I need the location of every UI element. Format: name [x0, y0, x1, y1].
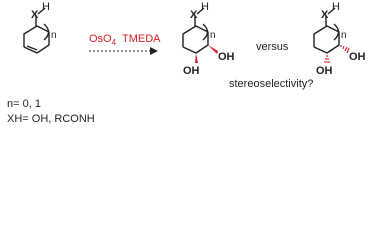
reactant-ring-bracket — [43, 23, 50, 41]
product-b-hash-1 — [340, 45, 350, 54]
product-b-xh-bond — [327, 7, 336, 15]
reaction-arrow-head — [150, 47, 158, 55]
product-b-molecule — [313, 7, 340, 54]
reaction-scheme: X H n OsO4 TMEDA X H n OH OH versus X H … — [7, 1, 366, 125]
product-b-x-label: X — [321, 9, 329, 21]
product-a-wedge-1 — [208, 45, 218, 54]
xh-definition-label: XH= OH, RCONH — [7, 113, 95, 125]
product-b-n-label: n — [341, 30, 347, 41]
product-a-wedge-2 — [195, 53, 198, 63]
product-a-oh-1: OH — [218, 51, 235, 63]
product-a-h-label: H — [201, 1, 209, 13]
reagent-oxidant: OsO4 — [89, 33, 117, 47]
product-a-ring-bracket — [202, 23, 209, 41]
reactant-double-bond-inner — [26, 45, 38, 51]
scheme-canvas: X H n OsO4 TMEDA X H n OH OH versus X H … — [7, 1, 366, 125]
reactant-x-label: X — [31, 9, 39, 21]
reactant-n-label: n — [51, 30, 57, 41]
reactant-h-label: H — [42, 1, 50, 13]
product-b-ring-bracket — [333, 23, 340, 41]
product-a-xh-bond — [196, 7, 205, 15]
n-values-label: n= 0, 1 — [7, 98, 41, 110]
product-a-x-label: X — [190, 9, 198, 21]
reagent-oxidant-subscript: 4 — [112, 38, 117, 47]
reagent-ligand: TMEDA — [122, 33, 161, 45]
product-a-n-label: n — [210, 30, 216, 41]
versus-label: versus — [256, 41, 289, 53]
reactant-xh-bond — [37, 7, 46, 15]
reagent-oxidant-main: OsO — [89, 33, 112, 45]
product-b-oh-1: OH — [349, 51, 366, 63]
product-b-oh-2: OH — [316, 65, 333, 77]
stereoselectivity-question: stereoselectivity? — [229, 78, 313, 90]
product-b-hash-2 — [324, 55, 330, 63]
reactant-molecule — [23, 7, 50, 54]
product-b-h-label: H — [332, 1, 340, 13]
product-a-oh-2: OH — [183, 65, 200, 77]
